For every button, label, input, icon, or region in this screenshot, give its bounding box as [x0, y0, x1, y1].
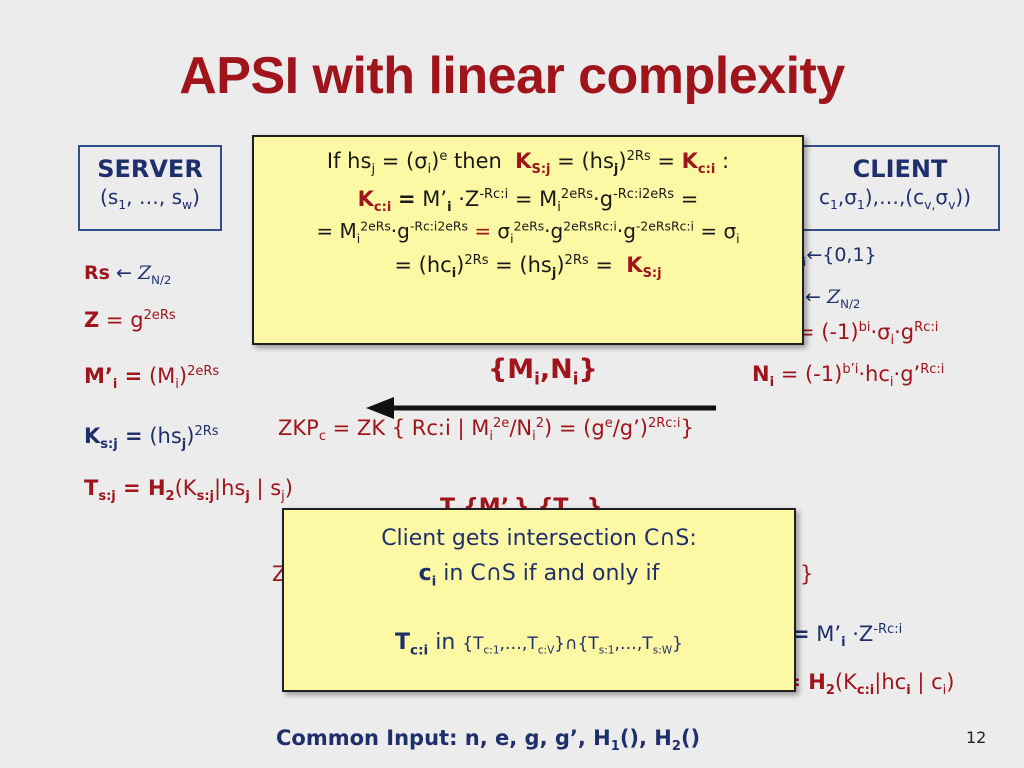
result-line-2: ci in C∩S if and only if — [418, 561, 660, 590]
proof-line-2: Kc:i = M’i ·Z-Rc:i = Mi2eRs·g-Rc:i2eRs = — [357, 187, 699, 216]
proof-line-1: If hsj = (σi)e then KS:j = (hsj)2Rs = Kc… — [326, 149, 730, 178]
proof-line-3: = Mi2eRs·g-Rc:i2eRs = σi2eRs·g2eRsRc:i·g… — [316, 218, 740, 246]
slide-title: APSI with linear complexity — [179, 47, 845, 105]
result-box: Client gets intersection C∩S: ci in C∩S … — [282, 508, 796, 692]
client-b-fragment: ’i←{0,1} — [797, 244, 877, 269]
server-title: SERVER — [97, 155, 203, 183]
result-line-1: Client gets intersection C∩S: — [381, 526, 697, 551]
hidden-brace-fragment: } — [800, 562, 814, 586]
common-input: Common Input: n, e, g, g’, H1(), H2() — [276, 726, 701, 755]
message-arrow-icon — [366, 397, 716, 419]
page-number: 12 — [966, 728, 987, 747]
proof-box: If hsj = (σi)e then KS:j = (hsj)2Rs = Kc… — [252, 135, 804, 345]
result-line-3: Tc:i in {Tc:1,…,Tc:V}∩{Ts:1,…,Ts:W} — [395, 630, 683, 659]
server-inputs: (s1, …, sw) — [100, 185, 200, 212]
proof-line-4: = (hci)2Rs = (hsj)2Rs = KS:j — [394, 253, 662, 282]
message-label: {Mi,Ni} — [488, 354, 598, 389]
client-rc-fragment: ← ZN/2 — [805, 286, 861, 311]
server-box: SERVER (s1, …, sw) — [78, 145, 222, 231]
server-k-sj: Ks:j = (hsj)2Rs — [84, 424, 219, 453]
server-t-sj: Ts:j = H2(Ks:j|hsj | sj) — [84, 476, 293, 505]
server-z: Z = g2eRs — [84, 308, 176, 332]
client-n: Ni = (-1)b’i·hci·g’Rc:i — [752, 362, 945, 391]
zkp-c: ZKPc = ZK { Rc:i | Mi2e/Ni2) = (ge/g’)2R… — [278, 416, 694, 445]
client-title: CLIENT — [852, 155, 948, 183]
server-rs: Rs ← ZN/2 — [84, 262, 172, 287]
client-m-fragment: = (-1)bi·σi·gRc:i — [797, 320, 939, 349]
server-m-prime: M’i = (Mi)2eRs — [84, 364, 220, 393]
client-k-fragment: = M’i ·Z-Rc:i — [792, 622, 903, 651]
client-inputs: c1,σ1),…,(cv,σv)) — [818, 185, 972, 212]
